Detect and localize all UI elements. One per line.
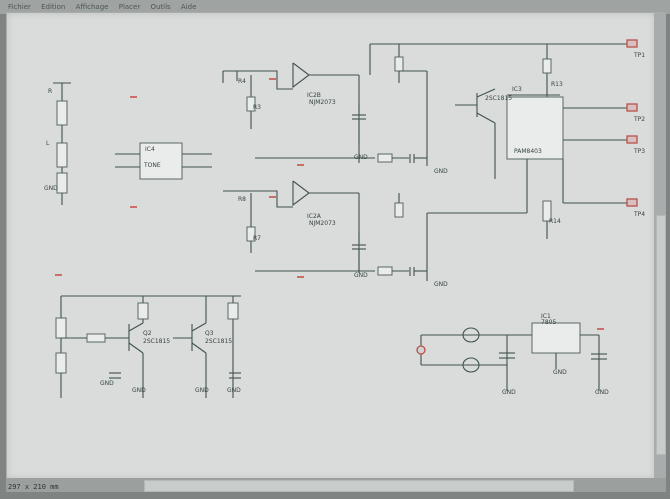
svg-text:GND: GND [434,168,448,175]
svg-text:GND: GND [553,369,567,376]
svg-text:IC3: IC3 [512,86,522,93]
svg-text:7805: 7805 [541,319,556,326]
svg-text:R14: R14 [549,218,561,225]
red-marks [55,78,604,330]
svg-text:R7: R7 [253,235,261,242]
menu-place[interactable]: Placer [118,3,141,11]
svg-text:Q2: Q2 [143,330,152,337]
svg-text:Q3: Q3 [205,330,214,337]
svg-text:R8: R8 [238,196,246,203]
svg-text:TP1: TP1 [633,52,645,59]
amp-ic-label: PAM8403 [514,148,542,155]
svg-text:GND: GND [595,389,609,396]
schematic-drawing: IC2B NJM2073 R3 R4 [44,39,645,398]
left-input-section: R L GND IC4 TONE [44,82,212,205]
top-opamp-circuit: IC2B NJM2073 R3 R4 [222,62,428,166]
svg-text:NJM2073: NJM2073 [309,220,336,227]
svg-text:GND: GND [354,272,368,279]
vertical-scroll-thumb[interactable] [656,215,666,455]
horizontal-scroll-thumb[interactable] [144,480,574,492]
ground-symbols: GND GND GND GND GND GND GND GND GND GND … [100,154,609,396]
horizontal-scrollbar[interactable] [6,478,666,492]
menu-tools[interactable]: Outils [150,3,171,11]
svg-text:GND: GND [44,185,58,192]
svg-text:IC2B: IC2B [307,92,321,99]
svg-text:GND: GND [227,387,241,394]
svg-text:2SC1815: 2SC1815 [205,338,232,345]
svg-text:R13: R13 [551,81,563,88]
output-ports: TP1 TP2 TP3 TP4 [626,39,645,218]
svg-text:L: L [46,140,50,147]
menu-file[interactable]: Fichier [8,3,31,11]
page-size-status: 297 x 210 mm [8,483,59,491]
menu-edit[interactable]: Edition [41,3,66,11]
svg-text:GND: GND [100,380,114,387]
svg-text:TP3: TP3 [633,148,645,155]
svg-text:2SC1815: 2SC1815 [485,95,512,102]
svg-text:GND: GND [354,154,368,161]
menu-view[interactable]: Affichage [75,3,109,11]
svg-text:NJM2073: NJM2073 [309,99,336,106]
svg-text:R3: R3 [253,104,261,111]
menu-bar: Fichier Edition Affichage Placer Outils … [0,0,670,14]
svg-text:GND: GND [132,387,146,394]
svg-text:TP2: TP2 [633,116,645,123]
svg-text:2SC1815: 2SC1815 [143,338,170,345]
svg-text:GND: GND [434,281,448,288]
svg-text:GND: GND [195,387,209,394]
svg-text:IC1: IC1 [541,313,551,320]
vertical-scrollbar[interactable] [654,12,666,478]
svg-text:TP4: TP4 [633,211,645,218]
svg-text:R4: R4 [238,78,246,85]
bottom-opamp-circuit: IC2A NJM2073 R7 R8 [223,180,428,281]
power-supply-section: IC1 7805 [416,313,607,391]
svg-text:R: R [48,88,52,95]
schematic-canvas[interactable]: IC2B NJM2073 R3 R4 [6,12,656,480]
svg-text:GND: GND [502,389,516,396]
menu-help[interactable]: Aide [180,3,197,11]
lower-transistor-section: Q2 2SC1815 Q3 2SC1815 [55,295,241,398]
svg-text:IC4: IC4 [145,146,155,153]
svg-text:TONE: TONE [143,162,161,169]
svg-text:IC2A: IC2A [307,213,322,220]
right-output-network: 2SC1815 IC3 PAM8403 R13 R14 [369,43,635,271]
